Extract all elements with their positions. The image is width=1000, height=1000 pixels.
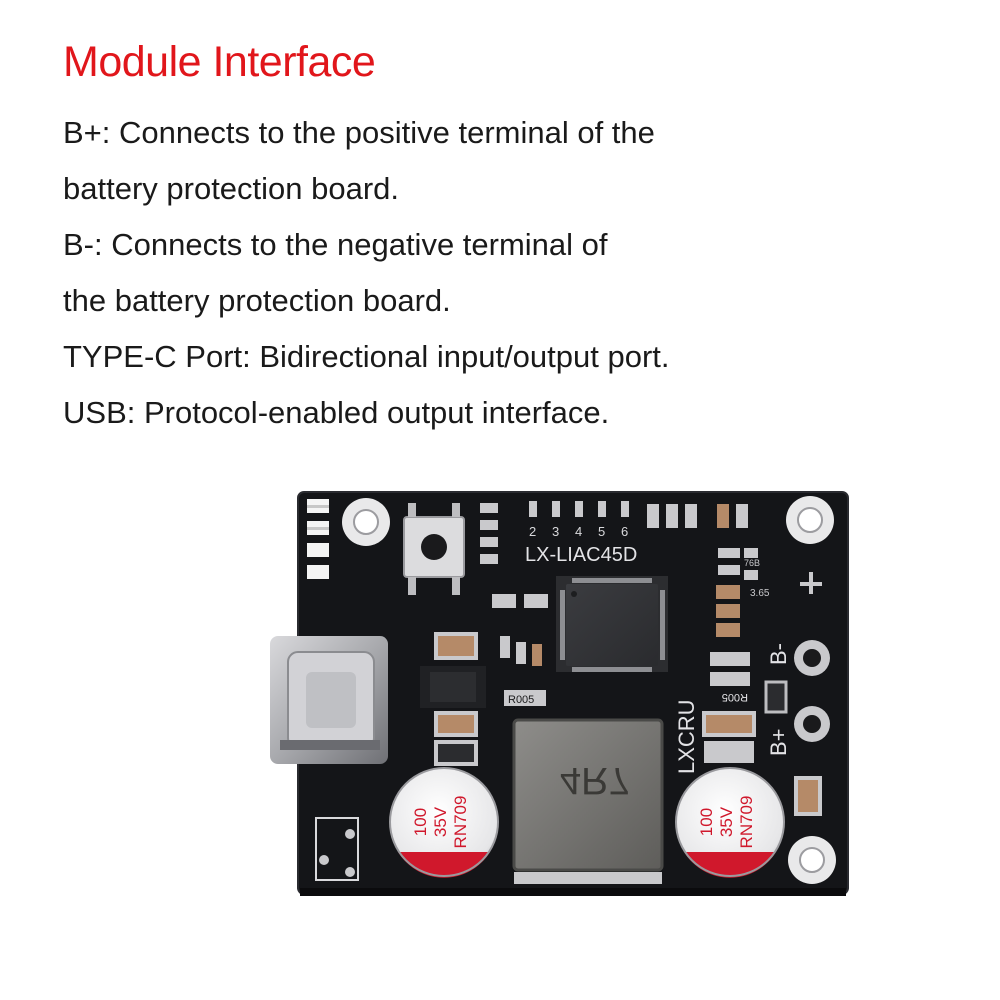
electrolytic-capacitor-right (675, 767, 785, 878)
description-line: B+: Connects to the positive terminal of… (63, 115, 655, 150)
bottom-left-pads (315, 817, 359, 881)
description-line: battery protection board. (63, 171, 400, 206)
capacitor-series: RN709 (737, 796, 756, 849)
terminal-plus-label: B+ (766, 728, 791, 756)
led-indicators (307, 499, 329, 579)
description-line: the battery protection board. (63, 283, 451, 318)
tactile-button (403, 503, 465, 595)
smd-components-top (480, 501, 748, 564)
capacitor-left-text: 100 35V RN709 (411, 796, 470, 849)
resistor-label-right: R005 (722, 691, 748, 703)
electrolytic-capacitor-left (389, 767, 499, 878)
battery-terminals (764, 572, 830, 742)
pin-number-labels: 2 3 4 5 6 (529, 524, 628, 539)
brand-label: LXCRU (674, 699, 699, 774)
capacitor-series: RN709 (451, 796, 470, 849)
pin-label: 3 (552, 524, 559, 539)
smd-components-right (702, 548, 758, 763)
main-ic-chip (556, 576, 668, 672)
description-line: TYPE-C Port: Bidirectional input/output … (63, 339, 670, 374)
pin-label: 5 (598, 524, 605, 539)
capacitor-value: 100 (411, 808, 430, 836)
type-c-port (270, 636, 388, 764)
pin-label: 4 (575, 524, 582, 539)
description-line: B-: Connects to the negative terminal of (63, 227, 608, 262)
power-inductor (512, 718, 664, 884)
smd-capacitor (794, 776, 822, 816)
part-code-label: 76B (744, 558, 760, 568)
pin-label: 6 (621, 524, 628, 539)
mounting-holes (342, 496, 836, 884)
model-label: LX-LIAC45D (525, 544, 637, 566)
description-list: B+: Connects to the positive terminal of… (63, 110, 963, 446)
inductor-label: 4R7 (560, 759, 630, 801)
version-label: 3.65 (750, 588, 770, 599)
resistor-label-left: R005 (508, 694, 534, 706)
capacitor-voltage: 35V (717, 806, 736, 837)
page-title: Module Interface (63, 38, 376, 86)
pin-label: 2 (529, 524, 536, 539)
smd-components-left (420, 594, 548, 766)
capacitor-right-text: 100 35V RN709 (697, 796, 756, 849)
capacitor-value: 100 (697, 808, 716, 836)
description-line: USB: Protocol-enabled output interface. (63, 395, 610, 430)
terminal-minus-label: B- (766, 643, 791, 665)
capacitor-voltage: 35V (431, 806, 450, 837)
